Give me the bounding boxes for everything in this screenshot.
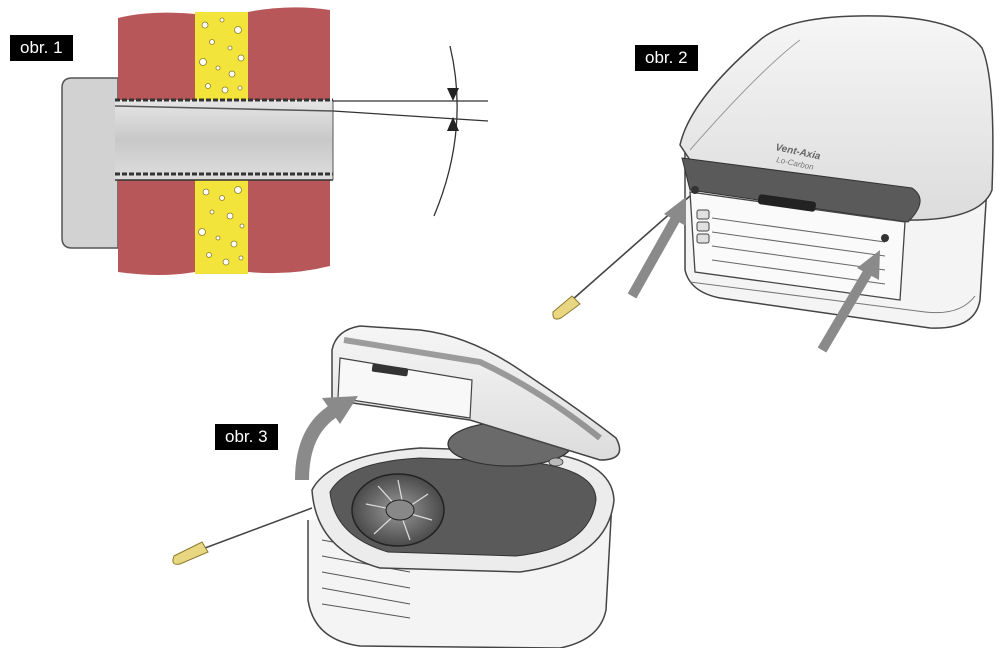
figure-label-2: obr. 2 bbox=[635, 45, 698, 71]
fan-control-buttons bbox=[696, 209, 710, 244]
screw-left bbox=[691, 186, 699, 194]
insulation-particles bbox=[198, 17, 245, 266]
lift-lid-arrow bbox=[295, 396, 358, 481]
duct-pipe bbox=[115, 100, 333, 180]
figure-label-1: obr. 1 bbox=[10, 35, 73, 61]
impeller-hub bbox=[385, 499, 415, 521]
angle-arrow-up bbox=[447, 117, 459, 131]
front-panel-grille bbox=[711, 217, 886, 285]
lid-highlight bbox=[689, 39, 801, 151]
fan-display-slot bbox=[757, 194, 817, 212]
duct-inner-edge bbox=[114, 105, 334, 112]
fan-front-band bbox=[681, 157, 921, 223]
arrow-to-right-screw bbox=[817, 250, 880, 353]
fan-body-seam bbox=[689, 281, 976, 314]
arrow-to-left-screw bbox=[627, 197, 686, 299]
figure-label-3: obr. 3 bbox=[215, 424, 278, 450]
open-lid-slot bbox=[371, 363, 409, 377]
open-lid-dark-band bbox=[343, 337, 602, 441]
fan-mounting-plate bbox=[61, 77, 119, 249]
screwdriver-fig3 bbox=[172, 507, 313, 565]
angle-arrow-down bbox=[447, 88, 459, 101]
open-fan-lid bbox=[331, 325, 621, 461]
filter-tab bbox=[548, 457, 564, 467]
figure-1-wall-section bbox=[61, 7, 489, 276]
figure-3-fan-open bbox=[172, 325, 621, 649]
figure-2-fan-closed: Vent-Axia Lo-Carbon bbox=[552, 15, 994, 353]
fan-front-panel bbox=[689, 191, 906, 301]
open-lid-underside bbox=[337, 357, 473, 419]
screw-right bbox=[881, 234, 889, 242]
slope-line-angled bbox=[332, 110, 489, 122]
